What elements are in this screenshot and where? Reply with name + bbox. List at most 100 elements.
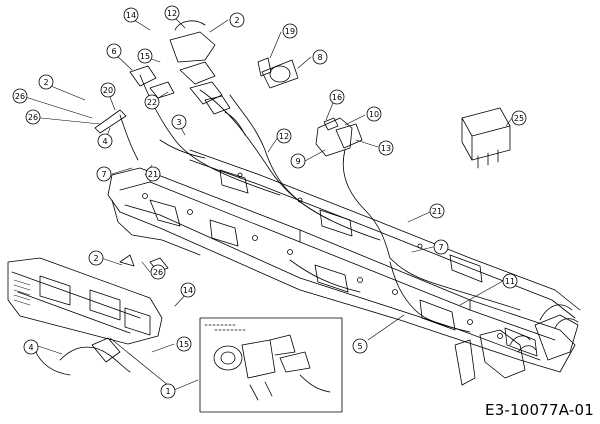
- callout-number: 2: [43, 78, 48, 87]
- callout-c15b: 15: [176, 336, 192, 352]
- callout-c21b: 21: [429, 203, 445, 219]
- callout-circle: [100, 82, 116, 98]
- chassis-frame: [107, 149, 581, 386]
- callout-circle: [145, 166, 161, 182]
- callout-circle: [180, 282, 196, 298]
- callout-c12a: 12: [164, 5, 180, 21]
- callout-c16: 16: [329, 89, 345, 105]
- callout-number: 7: [101, 170, 106, 179]
- callout-circle: [123, 7, 139, 23]
- callout-circle: [176, 336, 192, 352]
- callout-c14b: 14: [180, 282, 196, 298]
- callout-number: 21: [148, 170, 158, 179]
- callout-c4b: 4: [23, 339, 39, 355]
- callout-circle: [171, 114, 187, 130]
- callout-number: 5: [357, 342, 362, 351]
- callout-number: 13: [381, 144, 391, 153]
- callout-c1: 1: [160, 383, 176, 399]
- callout-circle: [329, 89, 345, 105]
- small-clip: [257, 57, 272, 77]
- relay-25: [461, 107, 511, 169]
- callout-circle: [160, 383, 176, 399]
- callout-circle: [282, 23, 298, 39]
- callout-number: 22: [147, 98, 157, 107]
- callout-number: 10: [369, 110, 379, 119]
- harness-connector-cluster: [129, 20, 246, 136]
- callout-c2b: 2: [38, 74, 54, 90]
- callout-number: 25: [514, 114, 524, 123]
- callout-c20: 20: [100, 82, 116, 98]
- callout-circle: [96, 166, 112, 182]
- callout-circle: [511, 110, 527, 126]
- callout-number: 11: [505, 277, 515, 286]
- callout-number: 14: [183, 286, 193, 295]
- callout-number: 2: [234, 16, 239, 25]
- drawing-code-label: E3-10077A-01: [485, 401, 594, 419]
- callout-number: 4: [28, 343, 33, 352]
- callout-c26c: 26: [150, 264, 166, 280]
- callout-number: 16: [332, 93, 342, 102]
- callout-number: 3: [176, 118, 181, 127]
- callout-circle: [366, 106, 382, 122]
- callout-number: 26: [15, 92, 25, 101]
- callout-c13: 13: [378, 140, 394, 156]
- callout-number: 4: [102, 137, 107, 146]
- callout-number: 12: [279, 132, 289, 141]
- callout-c14a: 14: [123, 7, 139, 23]
- callout-number: 12: [167, 9, 177, 18]
- callout-number: 20: [103, 86, 113, 95]
- callout-circle: [150, 264, 166, 280]
- callout-c26a: 26: [12, 88, 28, 104]
- callout-number: 15: [140, 52, 150, 61]
- callout-c10: 10: [366, 106, 382, 122]
- callout-c12b: 12: [276, 128, 292, 144]
- callout-c3: 3: [171, 114, 187, 130]
- callout-c21a: 21: [145, 166, 161, 182]
- callout-circle: [25, 109, 41, 125]
- callout-number: 7: [438, 243, 443, 252]
- callout-c15a: 15: [137, 48, 153, 64]
- callout-circle: [290, 153, 306, 169]
- callout-circle: [38, 74, 54, 90]
- callout-c2c: 2: [88, 250, 104, 266]
- detail-inset: [199, 317, 343, 413]
- callout-c2a: 2: [229, 12, 245, 28]
- callout-c22: 22: [144, 94, 160, 110]
- callout-circle: [502, 273, 518, 289]
- callout-circle: [229, 12, 245, 28]
- callout-c4a: 4: [97, 133, 113, 149]
- callout-c8: 8: [312, 49, 328, 65]
- callout-circle: [352, 338, 368, 354]
- callout-c9: 9: [290, 153, 306, 169]
- callout-c25: 25: [511, 110, 527, 126]
- callout-number: 8: [317, 53, 322, 62]
- callout-circle: [97, 133, 113, 149]
- callout-circle: [312, 49, 328, 65]
- callout-circle: [378, 140, 394, 156]
- callout-number: 2: [93, 254, 98, 263]
- callout-c26b: 26: [25, 109, 41, 125]
- callout-circle: [433, 239, 449, 255]
- callout-number: 26: [28, 113, 38, 122]
- callout-circle: [12, 88, 28, 104]
- callout-c19: 19: [282, 23, 298, 39]
- callout-number: 21: [432, 207, 442, 216]
- harness-cables: [34, 74, 521, 376]
- callout-number: 26: [153, 268, 163, 277]
- callout-circle: [23, 339, 39, 355]
- dash-panel: [7, 254, 169, 363]
- fuse-holder: [261, 59, 299, 89]
- callout-number: 14: [126, 11, 136, 20]
- callout-c11: 11: [502, 273, 518, 289]
- callout-circle: [276, 128, 292, 144]
- callout-number: 15: [179, 340, 189, 349]
- callout-circle: [137, 48, 153, 64]
- callout-circle: [164, 5, 180, 21]
- callout-c6: 6: [106, 43, 122, 59]
- callout-circle: [106, 43, 122, 59]
- callout-number: 6: [111, 47, 116, 56]
- callout-number: 1: [165, 387, 170, 396]
- callout-c7a: 7: [96, 166, 112, 182]
